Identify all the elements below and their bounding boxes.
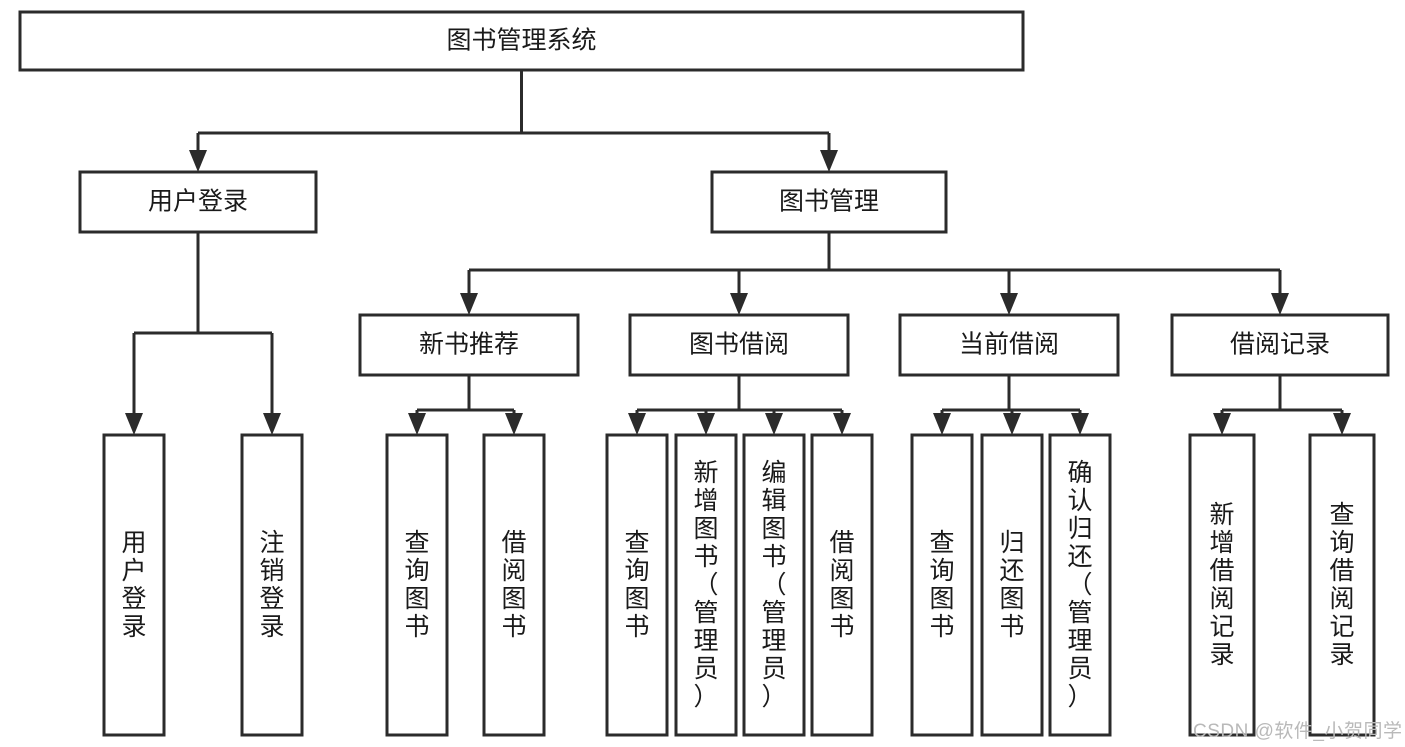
node-box[interactable] — [605, 433, 669, 737]
node-leaf-11[interactable]: 新增借阅记录 — [1188, 433, 1256, 737]
arrow-connector — [697, 410, 715, 435]
node-leaf-1[interactable]: 注销登录 — [240, 433, 304, 737]
node-box[interactable] — [910, 433, 974, 737]
node-box[interactable] — [628, 313, 850, 377]
node-leaf-7[interactable]: 借阅图书 — [810, 433, 874, 737]
node-box[interactable] — [18, 10, 1025, 72]
arrow-connector — [1003, 410, 1021, 435]
node-label: 新书推荐 — [419, 331, 519, 359]
node-box[interactable] — [674, 433, 738, 737]
node-label: 编辑图书（管理员） — [761, 459, 786, 711]
node-label: 当前借阅 — [959, 331, 1059, 359]
arrow-connector — [460, 270, 478, 315]
node-label: 确认归还（管理员） — [1067, 459, 1092, 711]
node-layer: 图书管理系统用户登录图书管理新书推荐图书借阅当前借阅借阅记录用户登录注销登录查询… — [18, 10, 1390, 737]
node-label: 新增借阅记录 — [1209, 501, 1234, 669]
connector-layer — [125, 70, 1351, 435]
node-box[interactable] — [980, 433, 1044, 737]
node-box[interactable] — [385, 433, 449, 737]
node-label: 借阅图书 — [501, 529, 526, 641]
node-level2-0[interactable]: 用户登录 — [78, 170, 318, 234]
arrow-connector — [125, 333, 143, 435]
arrow-connector — [765, 410, 783, 435]
node-root-0[interactable]: 图书管理系统 — [18, 10, 1025, 72]
node-label: 查询图书 — [624, 529, 649, 641]
node-label: 归还图书 — [999, 529, 1024, 641]
node-box[interactable] — [1048, 433, 1112, 737]
arrow-connector — [408, 410, 426, 435]
node-level3-0[interactable]: 新书推荐 — [358, 313, 580, 377]
node-box[interactable] — [102, 433, 166, 737]
node-label: 借阅图书 — [829, 529, 854, 641]
node-leaf-3[interactable]: 借阅图书 — [482, 433, 546, 737]
node-level3-3[interactable]: 借阅记录 — [1170, 313, 1390, 377]
node-label: 注销登录 — [259, 529, 284, 641]
arrow-connector — [1213, 410, 1231, 435]
node-leaf-0[interactable]: 用户登录 — [102, 433, 166, 737]
node-leaf-2[interactable]: 查询图书 — [385, 433, 449, 737]
node-leaf-6[interactable]: 编辑图书（管理员） — [742, 433, 806, 737]
arrow-connector — [1333, 410, 1351, 435]
arrow-connector — [628, 410, 646, 435]
node-label: 查询图书 — [404, 529, 429, 641]
node-label: 图书借阅 — [689, 331, 789, 359]
arrow-connector — [189, 133, 207, 172]
node-level3-2[interactable]: 当前借阅 — [898, 313, 1120, 377]
node-box[interactable] — [710, 170, 948, 234]
node-box[interactable] — [742, 433, 806, 737]
node-box[interactable] — [240, 433, 304, 737]
node-label: 查询借阅记录 — [1329, 501, 1354, 669]
node-leaf-12[interactable]: 查询借阅记录 — [1308, 433, 1376, 737]
node-level3-1[interactable]: 图书借阅 — [628, 313, 850, 377]
arrow-connector — [1271, 270, 1289, 315]
node-leaf-10[interactable]: 确认归还（管理员） — [1048, 433, 1112, 737]
node-leaf-9[interactable]: 归还图书 — [980, 433, 1044, 737]
node-box[interactable] — [358, 313, 580, 377]
node-box[interactable] — [1188, 433, 1256, 737]
node-label: 用户登录 — [148, 188, 248, 216]
node-leaf-4[interactable]: 查询图书 — [605, 433, 669, 737]
arrow-connector — [263, 333, 281, 435]
arrow-connector — [933, 410, 951, 435]
arrow-connector — [730, 270, 748, 315]
arrow-connector — [1071, 410, 1089, 435]
node-box[interactable] — [810, 433, 874, 737]
arrow-connector — [505, 410, 523, 435]
node-box[interactable] — [898, 313, 1120, 377]
node-box[interactable] — [1308, 433, 1376, 737]
node-label: 用户登录 — [121, 529, 146, 641]
node-label: 图书管理系统 — [446, 27, 596, 55]
arrow-connector — [820, 133, 838, 172]
arrow-connector — [833, 410, 851, 435]
node-label: 图书管理 — [779, 188, 879, 216]
node-label: 查询图书 — [929, 529, 954, 641]
node-level2-1[interactable]: 图书管理 — [710, 170, 948, 234]
node-label: 借阅记录 — [1230, 331, 1330, 359]
node-box[interactable] — [1170, 313, 1390, 377]
node-leaf-5[interactable]: 新增图书（管理员） — [674, 433, 738, 737]
node-box[interactable] — [78, 170, 318, 234]
node-label: 新增图书（管理员） — [693, 459, 718, 711]
node-leaf-8[interactable]: 查询图书 — [910, 433, 974, 737]
arrow-connector — [1000, 270, 1018, 315]
node-box[interactable] — [482, 433, 546, 737]
